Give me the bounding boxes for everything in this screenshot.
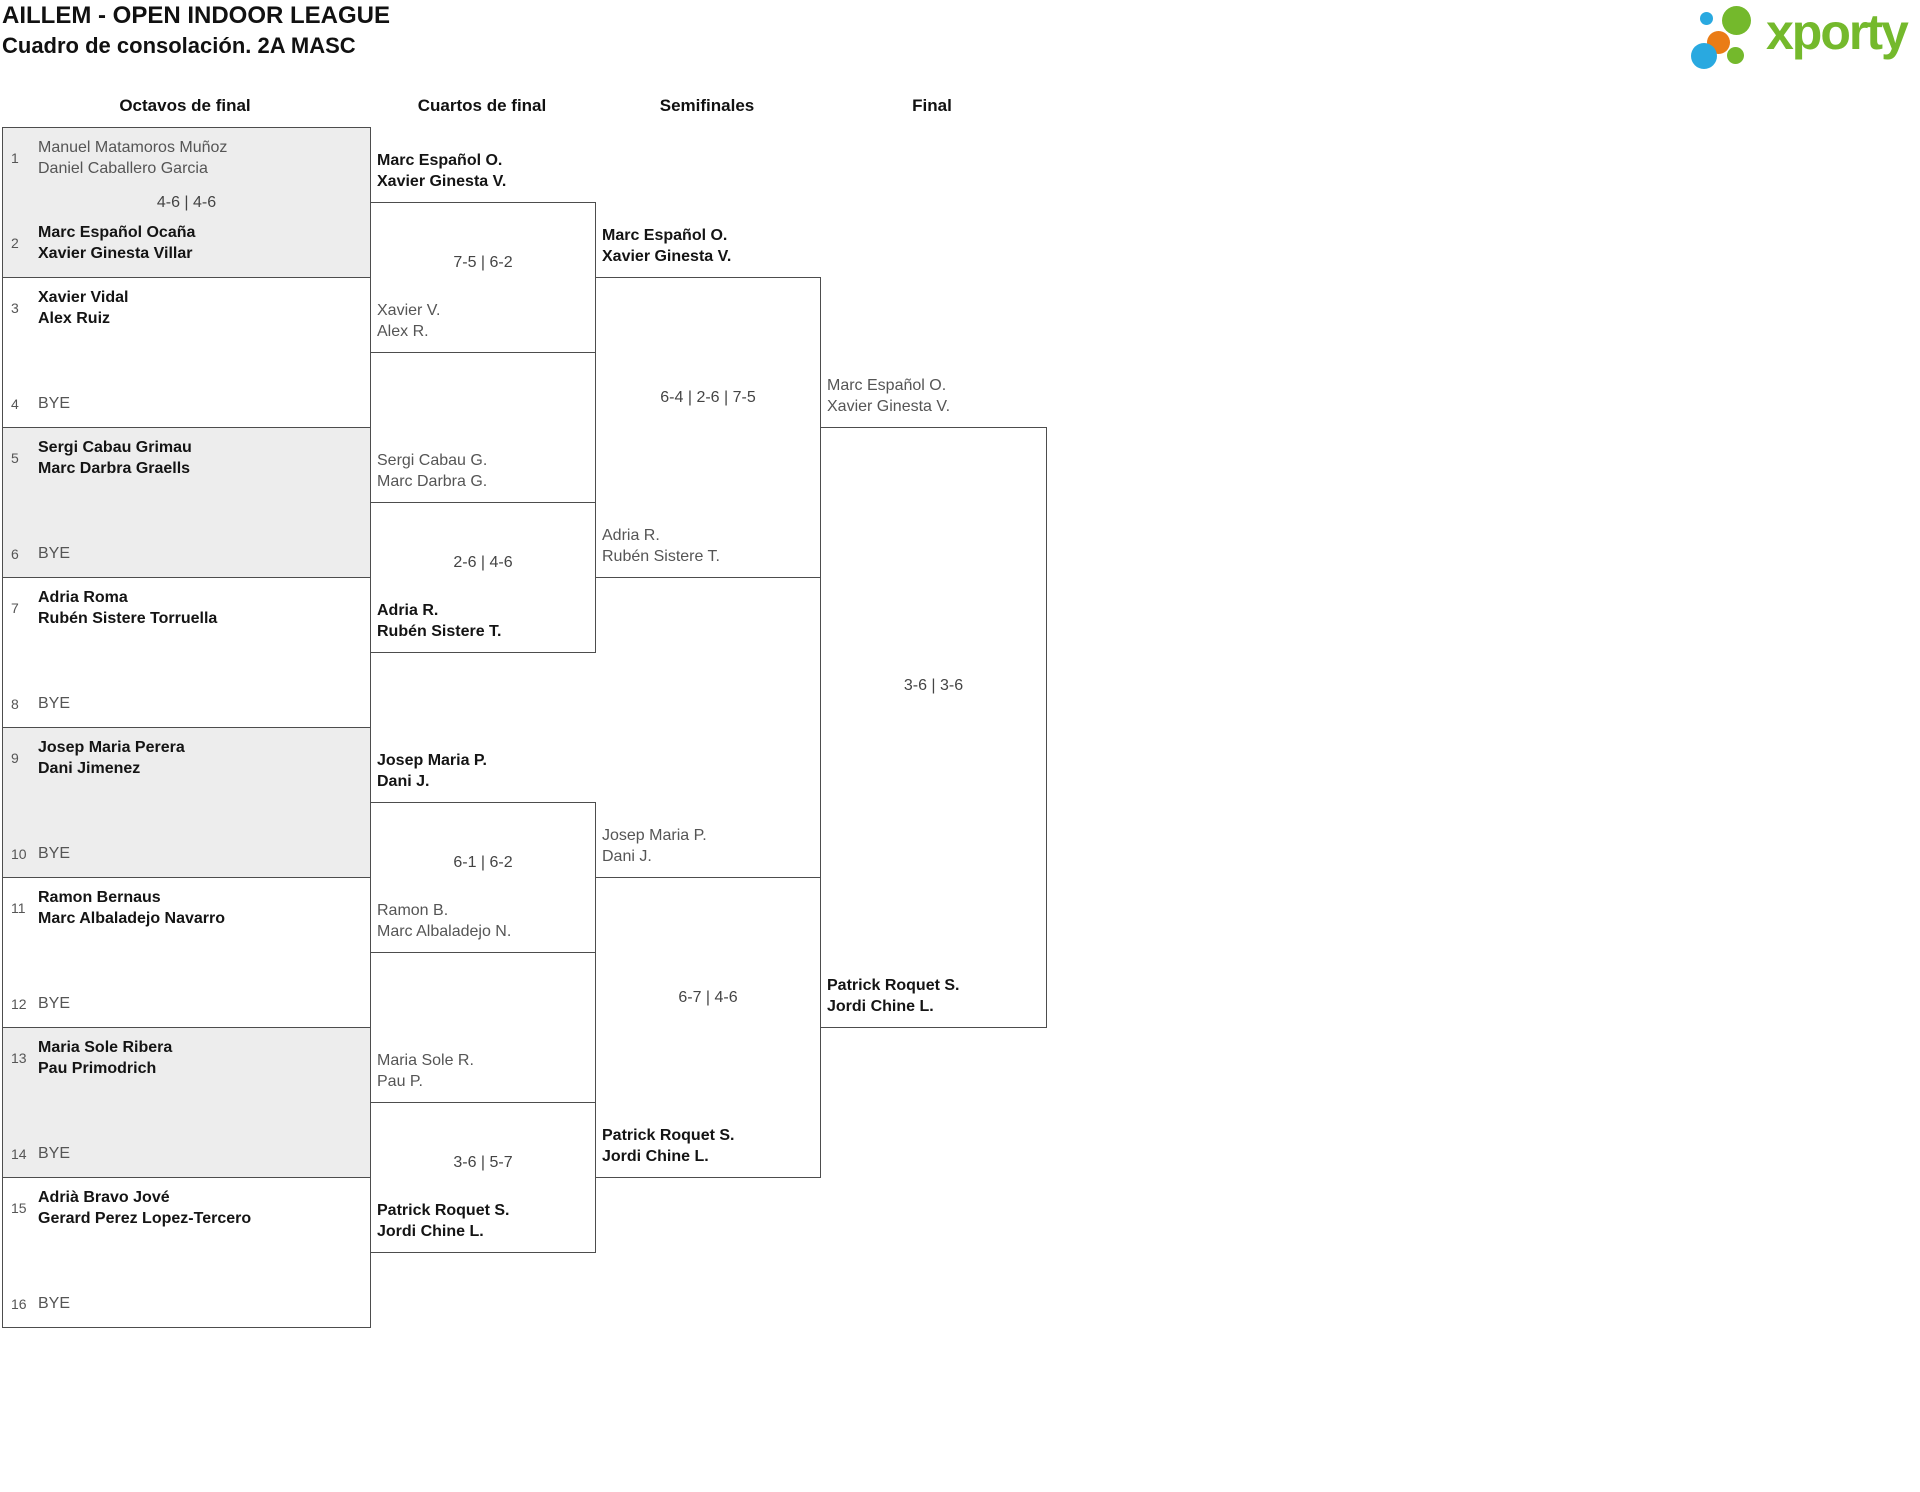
team-name: BYE [38, 395, 71, 412]
advancing-team-label: Adria R.Rubén Sistere T. [602, 527, 720, 565]
seed-number: 15 [11, 1200, 27, 1216]
logo-wordmark: xporty [1766, 4, 1909, 60]
match-score: 7-5 | 6-2 [453, 253, 513, 271]
logo-dot-blue-small [1700, 12, 1713, 25]
page-subtitle: Cuadro de consolación. 2A MASC [2, 33, 356, 58]
team-entry: 12 BYE [11, 993, 362, 1014]
team-name: BYE [38, 1145, 71, 1162]
advancing-team-label: Josep Maria P.Dani J. [377, 752, 487, 790]
logo-dot-green-large [1722, 6, 1751, 35]
match-score: 6-4 | 2-6 | 7-5 [660, 388, 756, 406]
seed-number: 7 [11, 600, 19, 616]
team-entry: 10 BYE [11, 843, 362, 864]
seed-number: 5 [11, 450, 19, 466]
seed-number: 4 [11, 395, 19, 412]
advancing-team-label: Xavier V.Alex R. [377, 302, 441, 340]
advancing-team-label: Marc Español O.Xavier Ginesta V. [827, 377, 951, 415]
final-match-box: 3-6 | 3-6 [820, 427, 1047, 1028]
team-entry: 14 BYE [11, 1143, 362, 1164]
seed-number: 14 [11, 1145, 27, 1162]
xporty-logo[interactable]: xporty [1690, 0, 1920, 72]
team-name: BYE [38, 995, 71, 1012]
advancing-team-label: Marc Español O.Xavier Ginesta V. [377, 152, 507, 190]
seed-number: 1 [11, 150, 19, 166]
seed-number: 3 [11, 300, 19, 316]
seed-number: 10 [11, 845, 27, 862]
advancing-team-label: Patrick Roquet S.Jordi Chine L. [602, 1127, 735, 1165]
team-entry: 6 BYE [11, 543, 362, 564]
round-header-octavos: Octavos de final [119, 96, 251, 115]
match-score: 3-6 | 5-7 [453, 1153, 513, 1171]
seed-number: 11 [11, 900, 26, 916]
advancing-team-label: Ramon B.Marc Albaladejo N. [377, 902, 512, 940]
seed-number: 13 [11, 1050, 27, 1066]
match-score: 2-6 | 4-6 [453, 553, 513, 571]
seed-number: 8 [11, 695, 19, 712]
team-entry: 8 BYE [11, 693, 362, 714]
round-header-final: Final [912, 96, 952, 115]
team-name: BYE [38, 845, 71, 862]
team-entry: 16 BYE [11, 1293, 362, 1314]
advancing-team-label: Sergi Cabau G.Marc Darbra G. [377, 452, 488, 490]
team-name: BYE [38, 695, 71, 712]
page-title: AILLEM - OPEN INDOOR LEAGUE [2, 2, 391, 29]
advancing-team-label: Adria R.Rubén Sistere T. [377, 602, 502, 640]
advancing-team-label: Maria Sole R.Pau P. [377, 1052, 474, 1090]
seed-number: 2 [11, 235, 19, 251]
team-name: BYE [38, 545, 71, 562]
advancing-team-label: Josep Maria P.Dani J. [602, 827, 707, 865]
team-entry: 4 BYE [11, 393, 362, 414]
advancing-team-label: Marc Español O.Xavier Ginesta V. [602, 227, 732, 265]
seed-number: 9 [11, 750, 19, 766]
seed-number: 16 [11, 1295, 27, 1312]
advancing-team-label: Patrick Roquet S.Jordi Chine L. [827, 977, 960, 1015]
seed-number: 6 [11, 545, 19, 562]
match-score: 4-6 | 4-6 [156, 193, 217, 211]
logo-dot-blue-large [1691, 43, 1717, 69]
logo-dot-green-small [1727, 47, 1744, 64]
advancing-team-label: Patrick Roquet S.Jordi Chine L. [377, 1202, 510, 1240]
seed-number: 12 [11, 995, 27, 1012]
match-score: 6-7 | 4-6 [678, 988, 738, 1006]
match-score: 3-6 | 3-6 [903, 676, 964, 694]
round-header-semifinales: Semifinales [659, 96, 755, 115]
round-header-cuartos: Cuartos de final [417, 96, 547, 115]
team-name: BYE [38, 1295, 71, 1312]
match-score: 6-1 | 6-2 [453, 853, 513, 871]
